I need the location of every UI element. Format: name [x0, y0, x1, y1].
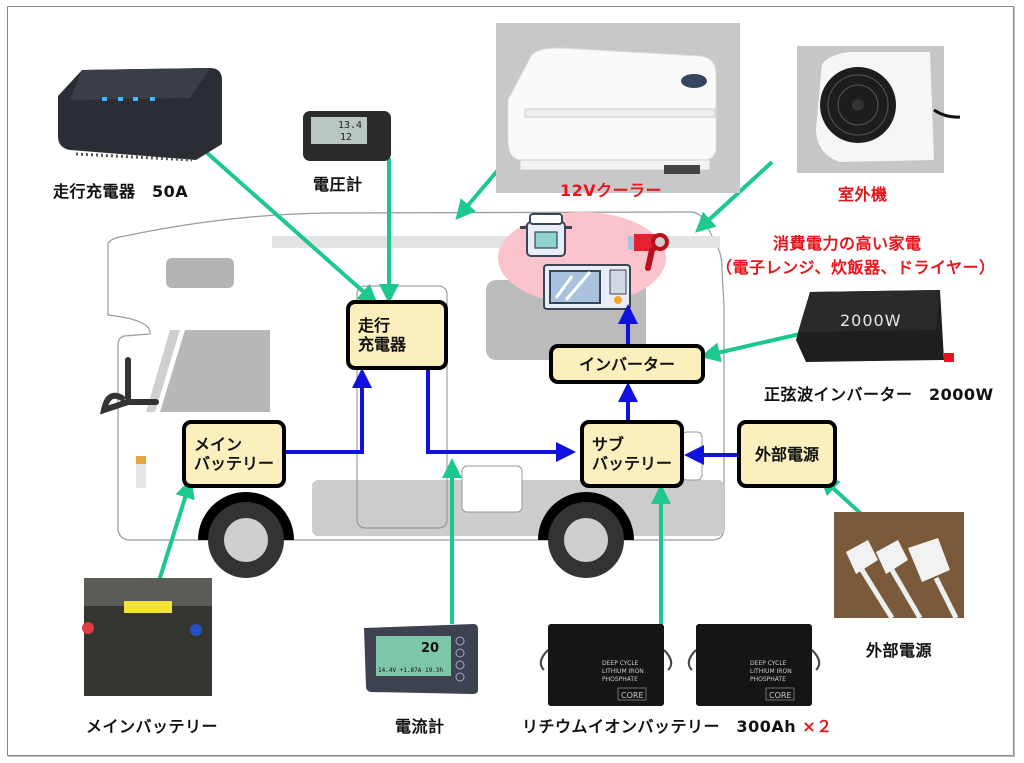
label-main-battery: メインバッテリー [86, 717, 219, 736]
lithium-brand: CORE [621, 691, 644, 700]
microwave-icon [543, 264, 631, 310]
voltmeter-photo: 13.4 12 [303, 111, 391, 161]
label-inverter: 正弦波インバーター 2000W [764, 385, 994, 404]
lithium-panel-line2: LITHIUM IRON [602, 668, 644, 675]
van-door [356, 285, 448, 529]
label-appliances-line2: （電子レンジ、炊飯器、ドライヤー） [716, 258, 996, 277]
node-main-battery: メイン バッテリー [182, 420, 286, 488]
inverter-photo: 2000W [796, 290, 954, 362]
arrow-main-battery [156, 478, 195, 585]
node-charger-line2: 充電器 [358, 335, 407, 354]
lithium-panel-line2-b: LITHIUM IRON [750, 668, 792, 675]
label-ammeter: 電流計 [395, 717, 445, 736]
arrow-charger-photo [204, 150, 378, 305]
node-external-power: 外部電源 [737, 420, 837, 488]
lithium-panel-line1: DEEP CYCLE [602, 660, 639, 667]
node-charger-line1: 走行 [358, 316, 391, 335]
node-charger: 走行 充電器 [346, 300, 448, 370]
main-battery-photo [82, 578, 212, 696]
front-wheel [198, 492, 294, 578]
diagram-frame [7, 6, 1014, 756]
voltmeter-display-top: 13.4 [338, 120, 362, 131]
label-lithium-multiplier: ×２ [802, 717, 833, 736]
hair-dryer-icon [628, 233, 669, 271]
node-sub-battery-line1: サブ [592, 435, 625, 454]
node-sub-battery: サブ バッテリー [580, 420, 684, 488]
ammeter-percent: 20 [421, 641, 439, 656]
label-external-power: 外部電源 [866, 641, 933, 660]
van-windshield [160, 330, 270, 412]
lithium-battery-photo-1: DEEP CYCLE LITHIUM IRON PHOSPHATE CORE [539, 624, 673, 706]
ammeter-display-line: 14.4V +1.87A 19.3h [378, 667, 443, 674]
lithium-panel-line3-b: PHOSPHATE [750, 676, 786, 683]
inverter-panel-text: 2000W [840, 311, 902, 330]
label-appliances-line1: 消費電力の高い家電 [773, 234, 922, 253]
external-power-photo [834, 512, 964, 620]
label-cooler: 12Vクーラー [560, 181, 663, 200]
van-side-light-lens [136, 464, 146, 488]
flow-main-to-charger [285, 368, 372, 454]
node-external-power-label: 外部電源 [754, 444, 819, 464]
lithium-battery-photo-2: DEEP CYCLE LITHIUM IRON PHOSPHATE CORE [687, 624, 821, 706]
outdoor-unit-photo [797, 46, 961, 173]
node-inverter: インバーター [549, 344, 705, 384]
rice-cooker-icon [520, 213, 572, 257]
charger-photo [58, 68, 222, 162]
lithium-panel-line1-b: DEEP CYCLE [750, 660, 787, 667]
lithium-panel-line3: PHOSPHATE [602, 676, 638, 683]
ammeter-photo: 20 14.4V +1.87A 19.3h [364, 624, 478, 694]
rear-wheel [538, 492, 634, 578]
node-main-battery-line1: メイン [194, 435, 243, 454]
arrow-outdoor-unit [695, 160, 774, 233]
node-inverter-label: インバーター [578, 354, 675, 374]
label-lithium: リチウムイオンバッテリー 300Ah ×２ [522, 713, 833, 737]
node-sub-battery-line2: バッテリー [592, 454, 673, 473]
side-mirror-icon [100, 357, 159, 415]
van-windshield-edge [146, 330, 180, 412]
voltmeter-display-bottom: 12 [340, 132, 352, 143]
lithium-brand-b: CORE [769, 691, 792, 700]
van-cab-window [166, 258, 234, 288]
node-main-battery-line2: バッテリー [194, 454, 275, 473]
label-outdoor-unit: 室外機 [838, 185, 888, 204]
label-lithium-text: リチウムイオンバッテリー 300Ah [522, 717, 797, 736]
label-voltmeter: 電圧計 [313, 175, 363, 194]
arrow-inverter-photo [700, 332, 801, 363]
cooler-photo [496, 23, 740, 193]
flow-charger-to-sub [426, 370, 576, 462]
label-charger: 走行充電器 50A [53, 182, 189, 201]
van-storage-hatch [461, 465, 523, 513]
van-side-light [136, 456, 146, 464]
power-flow-lines [285, 304, 738, 465]
